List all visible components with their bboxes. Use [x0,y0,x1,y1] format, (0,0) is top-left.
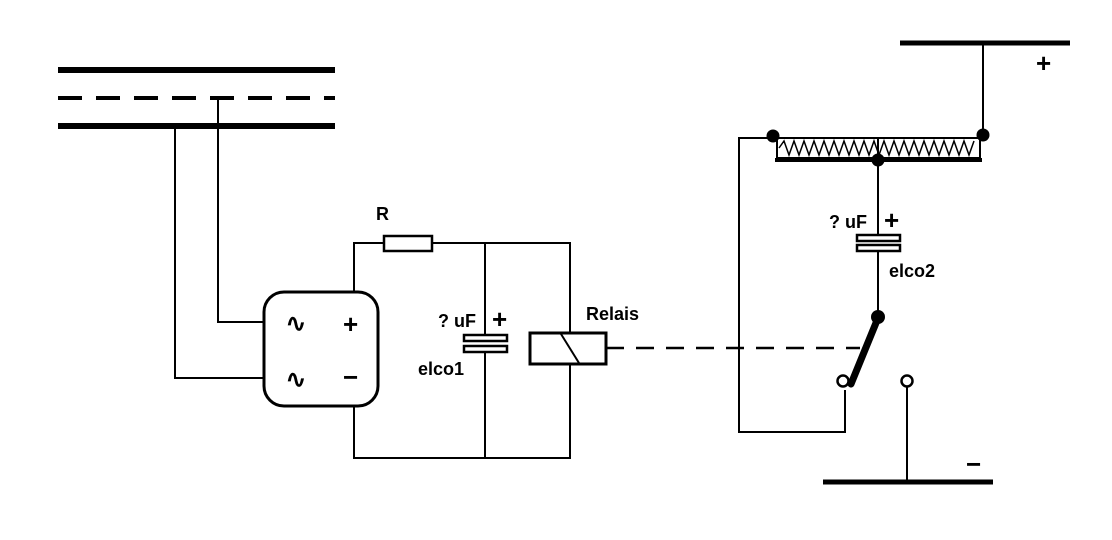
wire-resistor-to-top-rail [432,242,571,333]
elco1-plus-sign: + [492,304,508,334]
dc-wiring [353,242,571,459]
bridge-rectifier [262,290,380,408]
elco1-value-label: ? uF [438,311,476,331]
switch-contact-open [900,374,914,388]
elco1-capacitor [462,333,509,354]
relay-coil [528,331,608,366]
supply-minus-label: − [966,449,982,479]
switch-blade [847,314,882,388]
switch-contact-common [836,374,850,388]
rectifier-minus-symbol: − [343,362,359,392]
junction-heater-right [976,128,990,142]
resistor-label: R [376,204,389,224]
elco1-name-label: elco1 [418,359,465,379]
elco1-plate-top [462,333,509,343]
supply-plus-label: + [1036,48,1052,78]
elco2-plus-sign: + [884,205,900,235]
relay-coil-slash [560,333,580,364]
wire-neutral [217,98,266,323]
elco2-plate-top [855,233,902,243]
wire-phase [174,126,266,379]
elco1-plate-bottom [462,344,509,354]
rectifier-ac-top-symbol: ∿ [285,308,307,338]
elco2-capacitor [855,233,902,253]
elco2-plate-bottom [855,243,902,253]
wire-minus-bottom-rail [353,364,571,459]
wire-heater-left-loop [738,137,846,433]
rectifier-ac-bottom-symbol: ∿ [285,364,307,394]
wire-plus-to-resistor [353,242,384,292]
junction-heater-center [871,153,885,167]
relay-switch [836,314,914,388]
relay-coil-box [528,331,608,366]
dc-supply [823,40,1070,485]
mains-bus [58,67,335,129]
mains-wires [174,98,266,379]
load-wiring [738,43,984,482]
heating-zigzag [778,138,975,158]
junctions [766,128,990,324]
resistor-r [382,234,434,253]
elco2-name-label: elco2 [889,261,936,281]
junction-switch-pivot [871,310,885,324]
junction-heater-left [766,129,780,143]
heating-element [775,137,982,162]
relay-label: Relais [586,304,640,324]
elco2-value-label: ? uF [829,212,867,232]
rectifier-plus-symbol: + [343,309,359,339]
